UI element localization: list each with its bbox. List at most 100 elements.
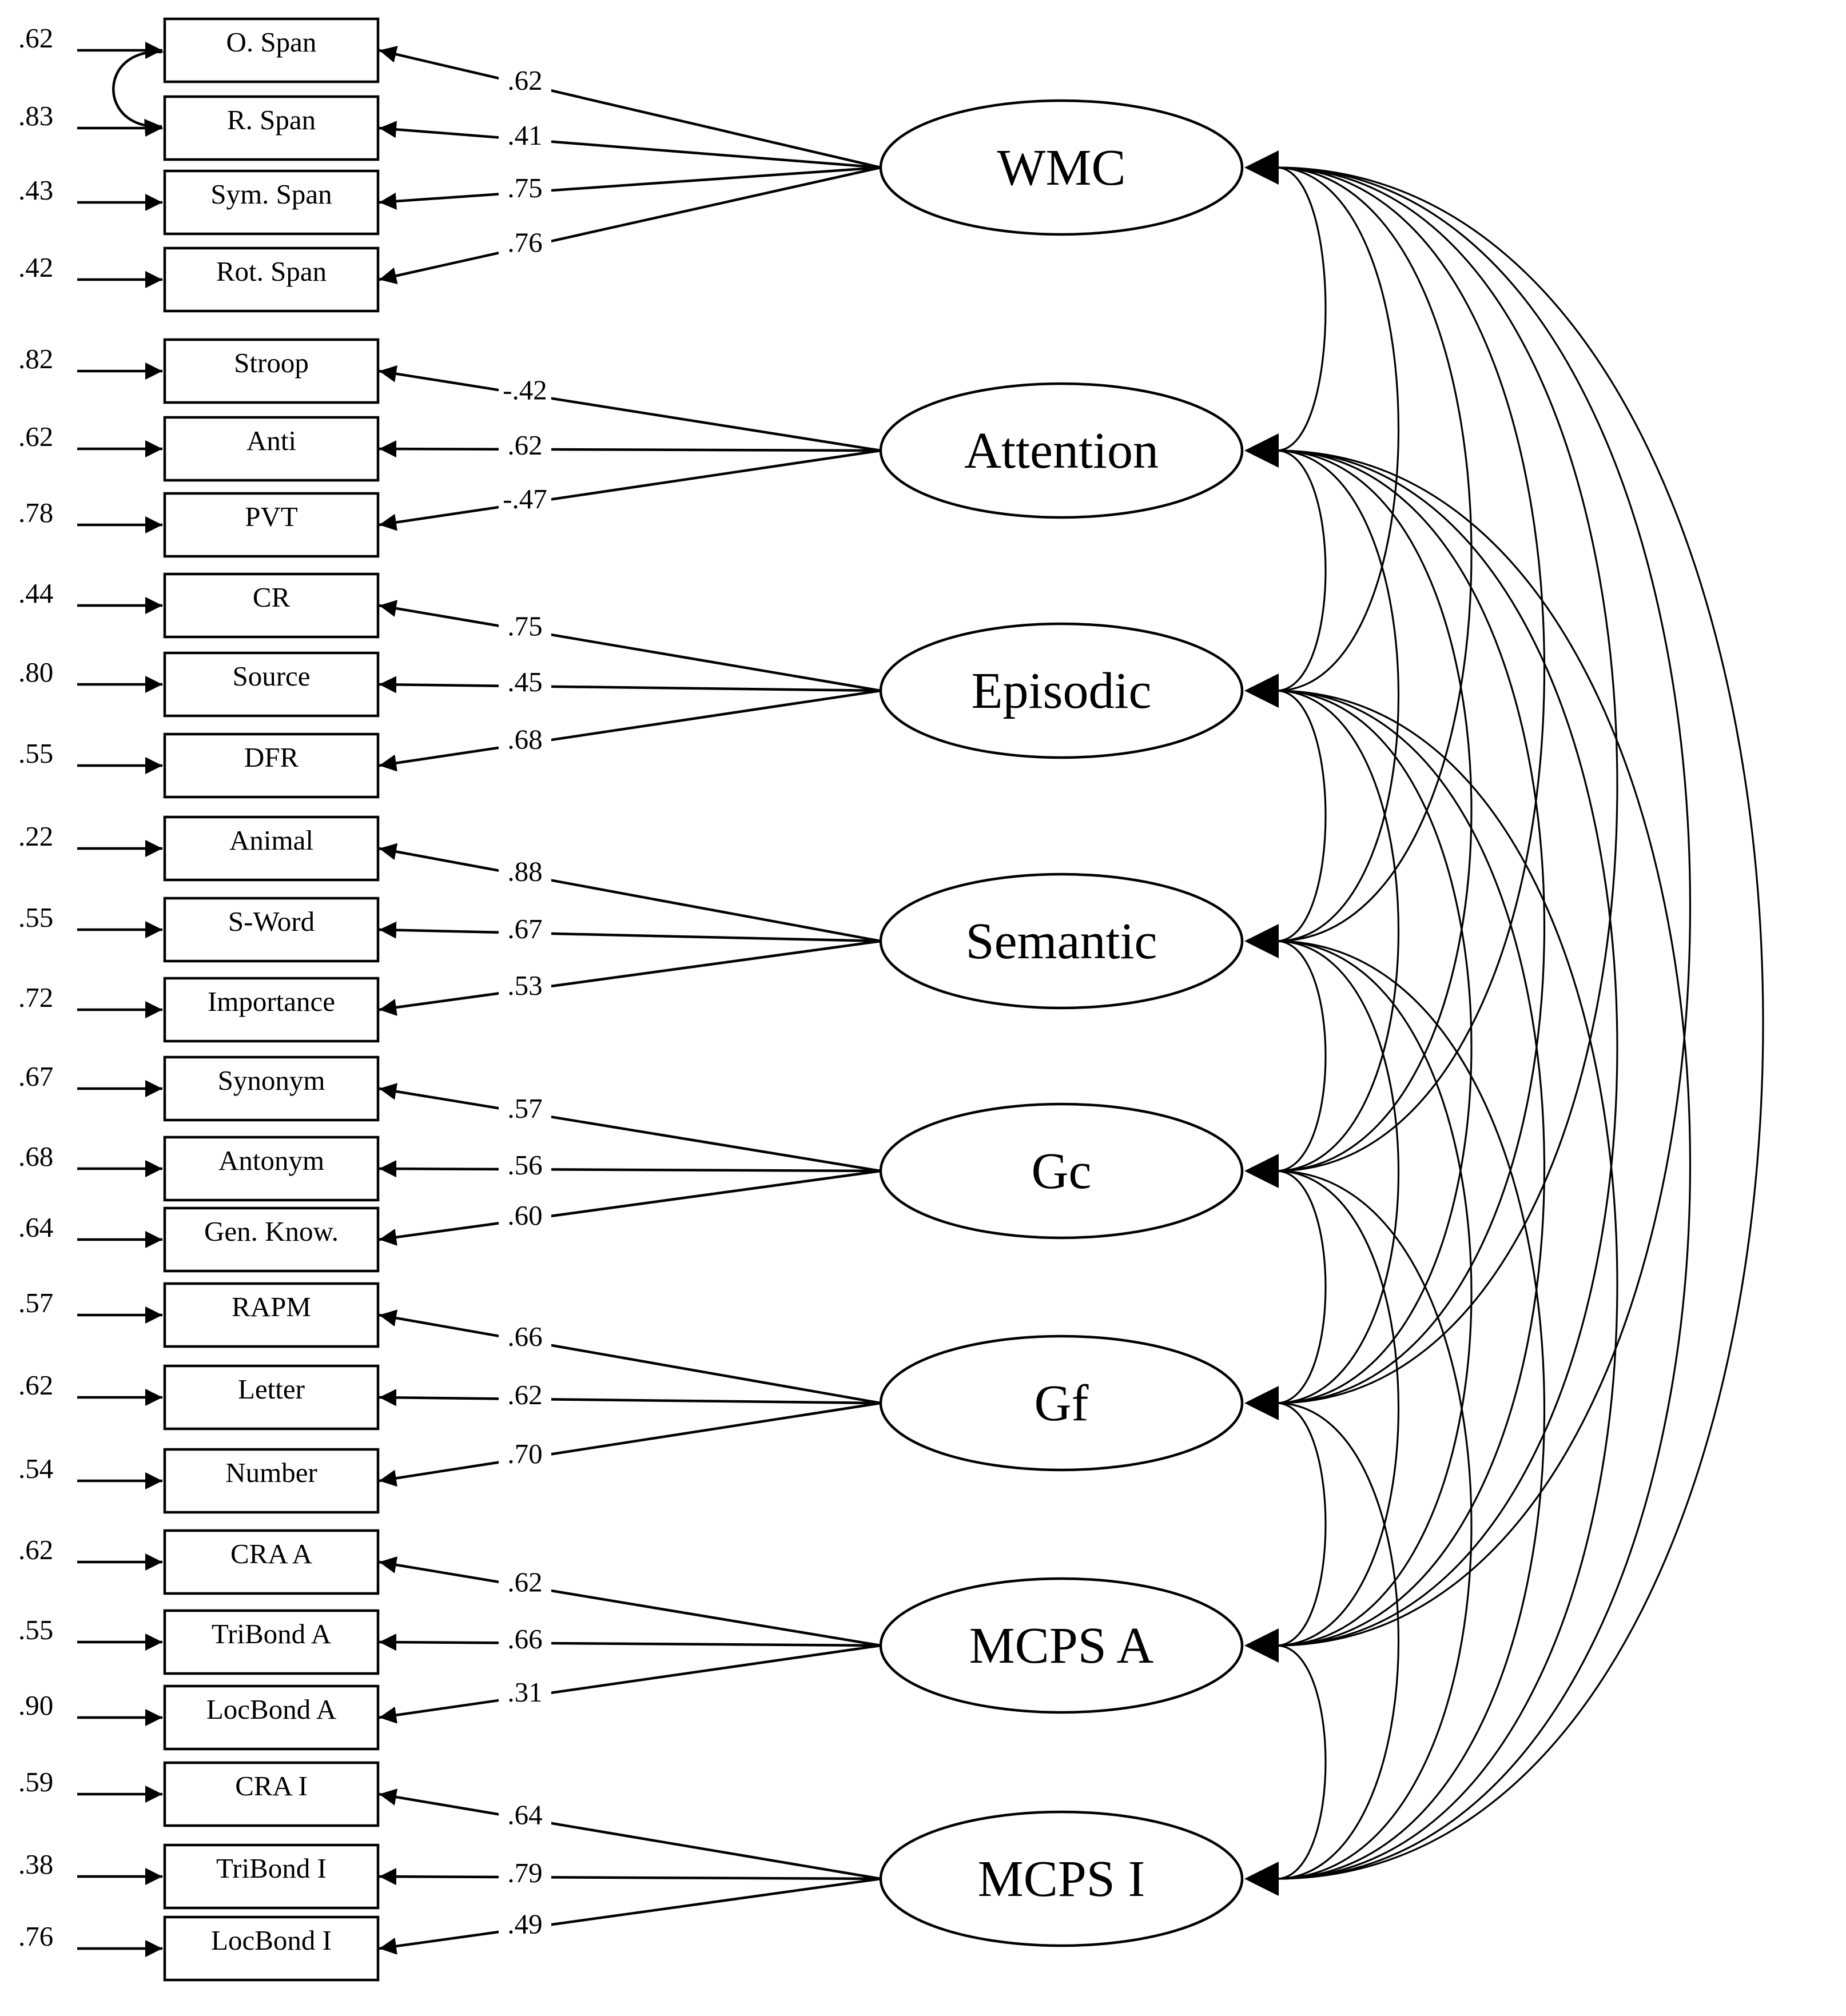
- indicator-label-animal: Animal: [229, 824, 313, 856]
- error-variance-s-word: .55: [18, 902, 53, 933]
- loading-label-bg: [499, 69, 551, 92]
- loading-label-bg: [499, 231, 551, 254]
- corr-episodic-semantic: [1277, 690, 1327, 942]
- factor-label-gf: Gf: [1035, 1375, 1089, 1432]
- corr-wmc-gf: [1277, 166, 1618, 1404]
- corr-gc-gf: [1277, 1170, 1327, 1404]
- loading-value-r-span: .41: [507, 119, 542, 151]
- indicator-label-s-word: S-Word: [228, 906, 315, 937]
- corr-gf-mcps-a: [1277, 1402, 1327, 1647]
- indicator-label-locbond-i: LocBond I: [211, 1925, 332, 1956]
- factor-label-mcps-a: MCPS A: [969, 1617, 1154, 1674]
- indicator-label-antonym: Antonym: [218, 1145, 324, 1176]
- indicator-label-r-span: R. Span: [227, 104, 316, 136]
- indicator-label-cra-i: CRA I: [235, 1770, 308, 1802]
- residual-covariance-o-span-r-span: [112, 44, 180, 136]
- indicator-box-tribond-a: [163, 1609, 380, 1675]
- indicator-box-gen-know: [163, 1206, 380, 1273]
- indicator-label-importance: Importance: [208, 986, 335, 1017]
- loading-path-animal: [379, 843, 881, 943]
- factor-correlations: [1277, 166, 1764, 1880]
- error-variance-locbond-i: .76: [18, 1921, 53, 1952]
- loading-value-stroop: -.42: [503, 374, 547, 406]
- corr-arrowhead-gf: [1244, 1386, 1279, 1420]
- indicator-box-cr: [163, 572, 380, 639]
- indicator-box-tribond-i: [163, 1843, 380, 1910]
- error-variance-tribond-i: .38: [18, 1848, 53, 1880]
- corr-arrowhead-mcps-i: [1244, 1862, 1279, 1896]
- error-variance-importance: .72: [18, 982, 53, 1013]
- error-variance-anti: .62: [18, 421, 53, 452]
- factor-ellipse-mcps-i: [879, 1810, 1244, 1947]
- error-variance-letter: .62: [18, 1369, 53, 1401]
- corr-arrowhead-episodic: [1244, 674, 1279, 708]
- loading-value-gen-know: .60: [507, 1200, 542, 1231]
- indicator-label-rot-span: Rot. Span: [216, 256, 327, 287]
- loading-value-rot-span: .76: [507, 227, 542, 258]
- loading-label-bg: [499, 917, 551, 941]
- loading-path-stroop: [379, 365, 881, 452]
- factor-ellipse-gf: [879, 1334, 1244, 1472]
- error-variance-cra-a: .62: [18, 1534, 53, 1565]
- loading-label-bg: [499, 1325, 551, 1349]
- indicator-label-anti: Anti: [246, 425, 296, 456]
- corr-attention-gf: [1277, 449, 1546, 1404]
- indicator-box-r-span: [163, 95, 380, 161]
- factor-ellipse-semantic: [879, 872, 1244, 1010]
- loading-label-bg: [499, 1097, 551, 1121]
- error-variance-number: .54: [18, 1453, 53, 1484]
- corr-wmc-mcps-i: [1277, 166, 1764, 1880]
- indicator-label-sym-span: Sym. Span: [210, 178, 332, 210]
- factor-loadings: .62.41.75.76-.42.62-.47.75.45.68.88.67.5…: [379, 46, 881, 1955]
- loading-path-o-span: [379, 46, 881, 169]
- loading-label-bg: [499, 433, 551, 457]
- loading-path-sym-span: [379, 166, 881, 210]
- loading-value-cra-i: .64: [507, 1799, 542, 1830]
- factor-ellipse-wmc: [879, 99, 1244, 236]
- loading-path-locbond-i: [379, 1877, 881, 1955]
- loading-path-s-word: [379, 921, 881, 943]
- factor-label-episodic: Episodic: [972, 663, 1152, 719]
- loading-value-antonym: .56: [507, 1149, 542, 1181]
- loading-label-bg: [499, 974, 551, 997]
- loading-label-bg: [499, 487, 551, 511]
- factor-ellipse-gc: [879, 1102, 1244, 1240]
- error-terms: .62.83.43.42.82.62.78.44.80.55.22.55.72.…: [18, 22, 180, 1957]
- indicator-label-cr: CR: [253, 581, 291, 613]
- indicator-label-tribond-a: TriBond A: [212, 1618, 332, 1650]
- loading-path-cr: [379, 600, 881, 692]
- indicator-label-dfr: DFR: [244, 742, 299, 773]
- error-variance-animal: .22: [18, 820, 53, 852]
- indicator-label-gen-know: Gen. Know.: [204, 1216, 339, 1247]
- indicator-label-cra-a: CRA A: [230, 1538, 313, 1569]
- corr-episodic-gf: [1277, 690, 1473, 1404]
- corr-mcps-a-mcps-i: [1277, 1644, 1327, 1880]
- loading-path-gen-know: [379, 1169, 881, 1246]
- indicator-box-letter: [163, 1364, 380, 1431]
- loading-path-cra-i: [379, 1788, 881, 1880]
- indicator-label-number: Number: [225, 1457, 317, 1488]
- indicator-label-source: Source: [232, 660, 310, 692]
- corr-semantic-gf: [1277, 940, 1399, 1404]
- loading-path-locbond-a: [379, 1644, 881, 1724]
- loading-label-bg: [499, 1913, 551, 1936]
- error-variance-rapm: .57: [18, 1287, 53, 1318]
- loading-value-tribond-a: .66: [507, 1623, 542, 1655]
- factor-label-attention: Attention: [964, 423, 1159, 479]
- loading-value-synonym: .57: [507, 1093, 542, 1124]
- factor-ellipse-attention: [879, 382, 1244, 519]
- error-variance-r-span: .83: [18, 100, 53, 132]
- loading-value-anti: .62: [507, 429, 542, 461]
- indicator-box-stroop: [163, 338, 380, 404]
- corr-arrowhead-wmc: [1244, 150, 1279, 185]
- loading-label-bg: [499, 177, 551, 200]
- indicator-box-cra-i: [163, 1761, 380, 1827]
- loading-value-source: .45: [507, 666, 542, 698]
- error-variance-rot-span: .42: [18, 252, 53, 283]
- corr-semantic-mcps-a: [1277, 940, 1473, 1647]
- loading-label-bg: [499, 1204, 551, 1227]
- error-variance-source: .80: [18, 656, 53, 688]
- loading-value-locbond-i: .49: [507, 1908, 542, 1939]
- loading-label-bg: [499, 1627, 551, 1651]
- loading-path-cra-a: [379, 1556, 881, 1647]
